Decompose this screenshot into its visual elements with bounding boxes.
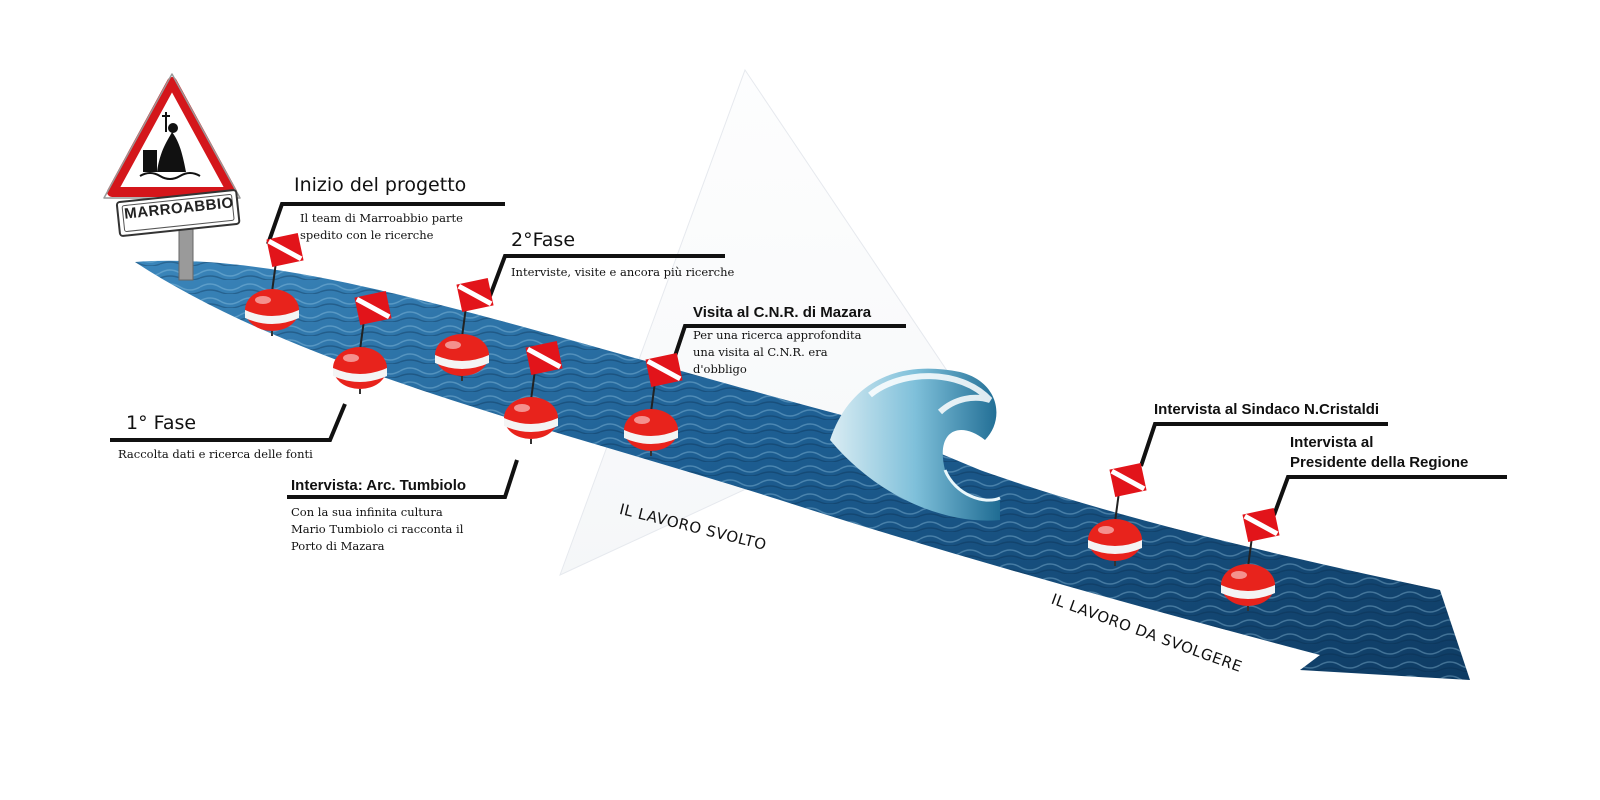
diver-flag-icon bbox=[456, 277, 494, 313]
buoy-tumbiolo bbox=[504, 340, 563, 444]
leader-line-cnr bbox=[671, 324, 906, 363]
stage-desc-start: Il team di Marroabbio parte spedito con … bbox=[300, 211, 463, 242]
name-plate bbox=[115, 189, 241, 237]
buoy-phase-1 bbox=[333, 290, 392, 394]
stage-title-sindaco: Intervista al Sindaco N.Cristaldi bbox=[1154, 401, 1380, 418]
marroabbio-warning-sign bbox=[103, 73, 241, 281]
buoy-sindaco bbox=[1088, 462, 1147, 566]
leader-lines bbox=[110, 202, 1507, 516]
stage-title-phase-2: 2°Fase bbox=[511, 229, 576, 251]
stage-desc-phase-1: Raccolta dati e ricerca delle fonti bbox=[118, 447, 313, 461]
buoy-start bbox=[245, 232, 304, 336]
buoys bbox=[245, 232, 1280, 611]
buoy-cnr bbox=[624, 352, 683, 456]
diver-flag-icon bbox=[354, 290, 392, 326]
leader-line-tumbiolo bbox=[287, 459, 519, 499]
stage-title-phase-1: 1° Fase bbox=[126, 412, 197, 434]
stage-title-presidente: Intervista al Presidente della Regione bbox=[1290, 434, 1469, 471]
stage-title-start: Inizio del progetto bbox=[294, 174, 467, 196]
diver-flag-icon bbox=[525, 340, 563, 376]
diver-flag-icon bbox=[1109, 462, 1147, 498]
buoy-phase-2 bbox=[435, 277, 494, 381]
stage-desc-cnr: Per una ricerca approfondita una visita … bbox=[693, 328, 862, 376]
saint-silhouette-icon bbox=[139, 112, 201, 180]
diver-flag-icon bbox=[266, 232, 304, 268]
leader-line-phase-1 bbox=[110, 403, 347, 442]
leader-line-phase-2 bbox=[488, 254, 725, 297]
stage-desc-tumbiolo: Con la sua infinita cultura Mario Tumbio… bbox=[291, 505, 464, 553]
leader-line-start bbox=[266, 202, 505, 245]
diver-flag-icon bbox=[645, 352, 683, 388]
buoy-presidente bbox=[1221, 507, 1280, 611]
big-wave bbox=[830, 368, 1001, 521]
stage-title-cnr: Visita al C.N.R. di Mazara bbox=[693, 304, 872, 321]
leader-line-sindaco bbox=[1139, 422, 1388, 467]
stage-title-tumbiolo: Intervista: Arc. Tumbiolo bbox=[291, 477, 467, 494]
diver-flag-icon bbox=[1242, 507, 1280, 543]
sign-post bbox=[178, 227, 194, 281]
stage-desc-phase-2: Interviste, visite e ancora più ricerche bbox=[511, 265, 735, 279]
leader-line-presidente bbox=[1272, 475, 1507, 516]
